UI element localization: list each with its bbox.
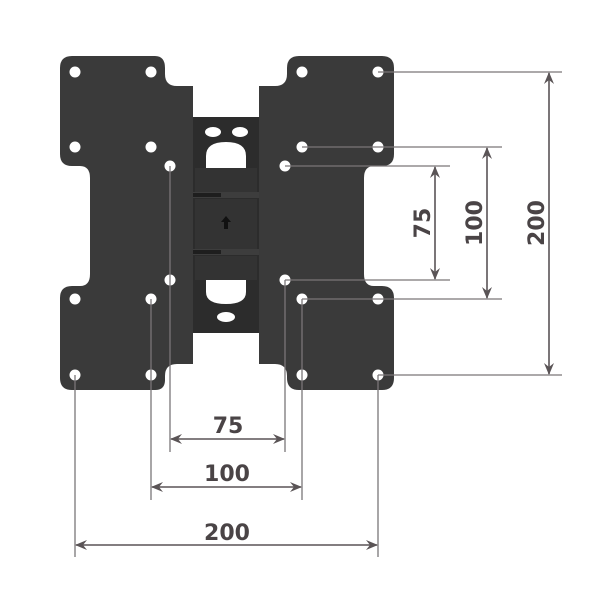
- mount-hole: [69, 293, 81, 305]
- left-mounting-plate: [60, 56, 193, 390]
- slot-hole: [205, 127, 221, 137]
- dimension-label-75-width: 75: [213, 414, 244, 439]
- mount-hole: [69, 66, 81, 78]
- mount-hole: [69, 141, 81, 153]
- extension-lines-horizontal: [74, 166, 379, 557]
- dimension-label-200-width: 200: [204, 521, 250, 546]
- vertical-dimensions: [430, 72, 554, 375]
- dimension-label-200-height: 200: [525, 200, 550, 246]
- up-arrow-icon: [221, 216, 231, 229]
- horizontal-dimensions: [75, 434, 378, 550]
- slot-hole: [217, 312, 235, 322]
- dimension-label-75-height: 75: [411, 208, 436, 239]
- center-bracket: [193, 117, 259, 333]
- mount-hole: [145, 141, 157, 153]
- dimension-label-100-height: 100: [463, 200, 488, 246]
- right-mounting-plate: [259, 56, 394, 390]
- keyhole-cutout: [206, 142, 246, 168]
- mount-hole: [296, 66, 308, 78]
- dimension-label-100-width: 100: [204, 462, 250, 487]
- keyhole-cutout: [206, 280, 246, 304]
- mount-hole: [145, 66, 157, 78]
- extension-lines-vertical: [285, 71, 562, 376]
- slot-hole: [232, 127, 248, 137]
